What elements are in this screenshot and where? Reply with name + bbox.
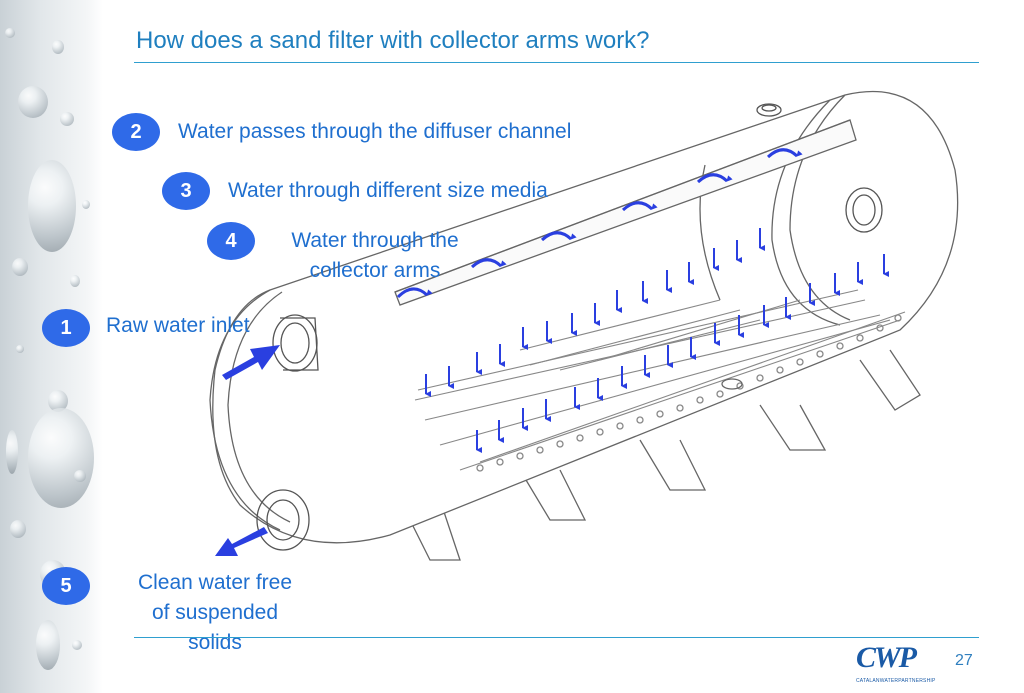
step-badge-4: 4 <box>207 222 255 260</box>
step-label-4-line2: collector arms <box>309 259 441 282</box>
cwp-logo: CWP CATALANWATERPARTNERSHIP <box>856 641 936 685</box>
title-divider <box>134 62 979 63</box>
step-label-4: Water through the collector arms <box>266 226 484 286</box>
filter-leg <box>759 404 827 451</box>
filter-leg <box>859 349 921 411</box>
step-badge-5: 5 <box>42 567 90 605</box>
step-label-3: Water through different size media <box>228 179 548 202</box>
step-label-5-line3: solids <box>188 631 242 654</box>
outlet-flange <box>256 489 310 551</box>
filter-leg <box>639 439 707 491</box>
step-label-1: Raw water inlet <box>106 314 250 337</box>
inlet-flange <box>272 314 319 372</box>
slide-title: How does a sand filter with collector ar… <box>136 27 650 54</box>
media-flow-arrows <box>425 228 889 453</box>
step-badge-1: 1 <box>42 309 90 347</box>
filter-tank <box>212 90 959 544</box>
step-label-5-line1: Clean water free <box>137 571 293 594</box>
filter-leg <box>519 469 587 521</box>
collector-arm-ends <box>476 314 902 472</box>
step-label-4-line1: Water through the <box>291 229 459 252</box>
step-badge-2: 2 <box>112 113 160 151</box>
manhole-flange <box>845 187 883 233</box>
filter-leg <box>399 499 461 561</box>
logo-text: CWP <box>856 641 917 674</box>
step-badge-3: 3 <box>162 172 210 210</box>
step-label-2: Water passes through the diffuser channe… <box>178 120 572 143</box>
inlet-flow-arrow <box>222 345 280 380</box>
outlet-flow-arrow <box>215 527 268 556</box>
step-label-5: Clean water free of suspended solids <box>110 568 320 658</box>
page-number: 27 <box>955 652 973 669</box>
footer-divider <box>134 637 979 638</box>
step-label-5-line2: of suspended <box>151 601 279 624</box>
diffuser-flow-arrows <box>396 148 803 299</box>
logo-subtitle: CATALANWATERPARTNERSHIP <box>856 678 936 684</box>
top-vent <box>756 103 782 117</box>
